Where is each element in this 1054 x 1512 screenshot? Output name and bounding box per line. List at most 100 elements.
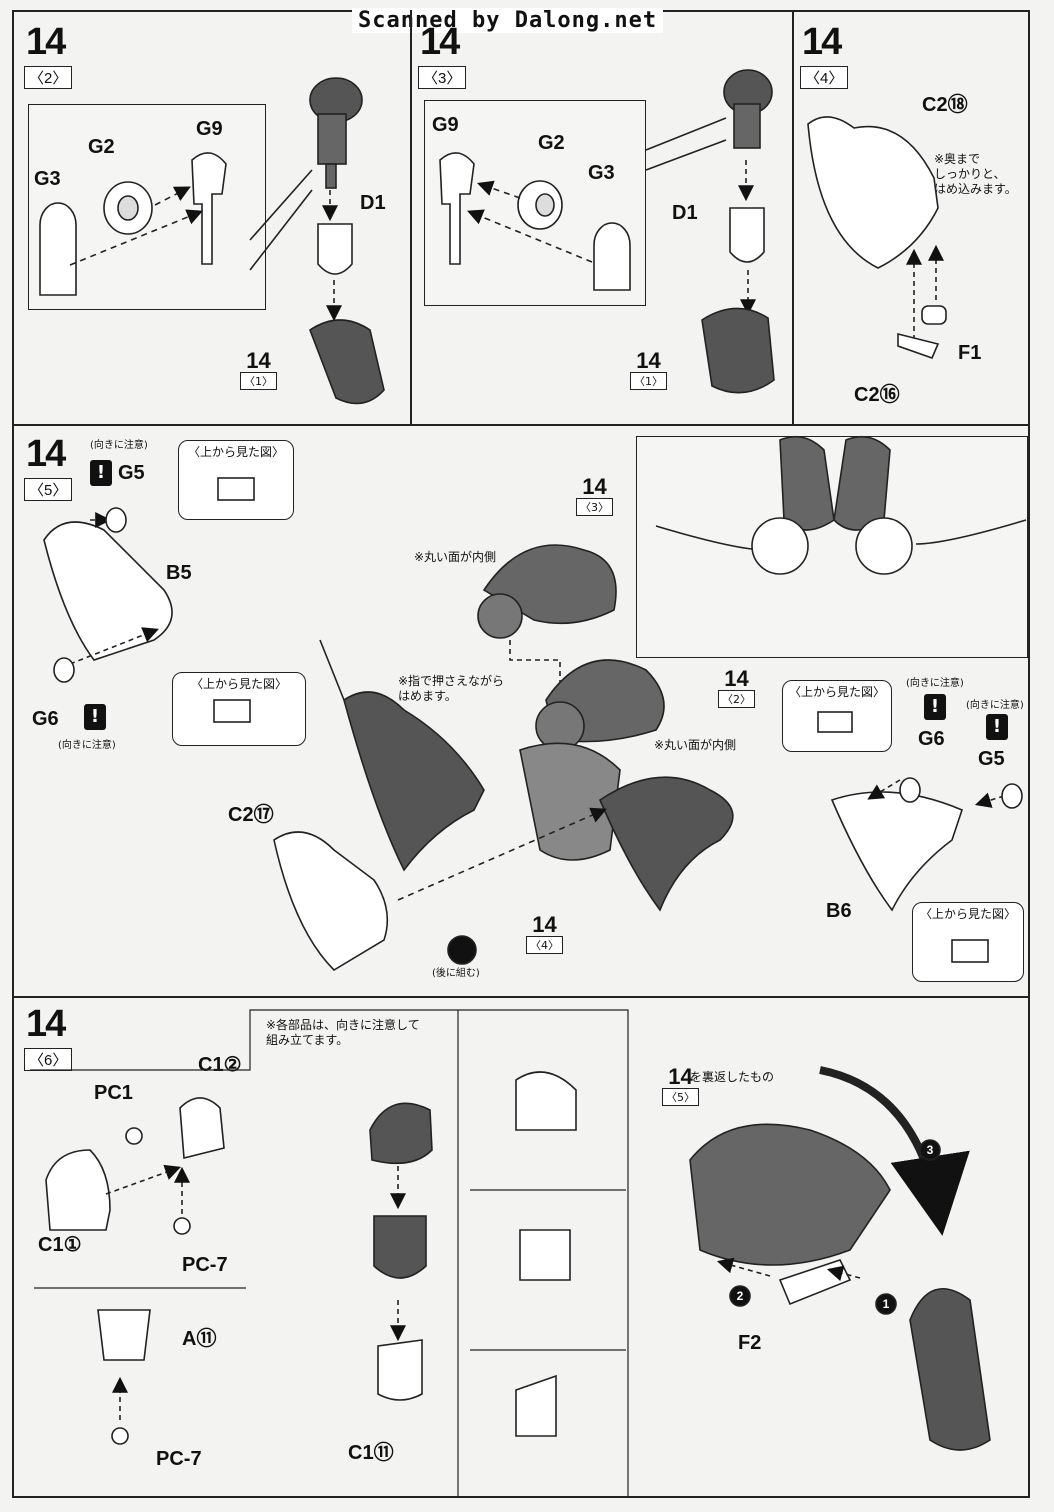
part-label-g9: G9 <box>432 114 459 136</box>
ref-number: 14 <box>668 1064 693 1089</box>
caution-note: (向きに注意) <box>966 700 1024 711</box>
flipped-assembly-drawing <box>689 1123 891 1266</box>
step-reference: 14 〈2〉 <box>718 668 755 708</box>
part-b5-drawing <box>43 521 173 661</box>
toe-part-drawing <box>909 1288 991 1451</box>
part-c2-16-drawing <box>897 332 940 360</box>
step-substep: 〈5〉 <box>24 478 73 501</box>
arrow-step-3 <box>919 1139 941 1161</box>
top-view-title: 〈上から見た図〉 <box>187 445 284 459</box>
part-b6-assembled-drawing <box>599 776 734 912</box>
part-label-pc7: PC-7 <box>182 1254 228 1276</box>
ref-number: 14 <box>724 666 749 691</box>
part-pc7-drawing <box>111 1427 129 1445</box>
top-view-callout: 〈上から見た図〉 <box>912 902 1024 982</box>
watermark: Scanned by Dalong.net <box>352 8 664 33</box>
warning-icon: ! <box>924 694 946 720</box>
part-f2-drawing <box>778 1259 852 1306</box>
later-note: (後に組む) <box>432 968 480 979</box>
ref-sub: 〈4〉 <box>526 936 563 954</box>
ref-sub: 〈2〉 <box>718 690 755 708</box>
part-a11-drawing <box>97 1309 151 1361</box>
ref-number: 14 <box>636 348 661 373</box>
part-label-c1-11: C1⑪ <box>348 1442 394 1464</box>
part-d1-drawing <box>729 207 765 263</box>
part-f1-drawing <box>921 305 947 325</box>
part-label-d1: D1 <box>360 192 386 214</box>
step-number: 14 <box>26 433 66 475</box>
step-substep: 〈2〉 <box>24 66 73 89</box>
part-label-f2: F2 <box>738 1332 762 1354</box>
part-label-g2: G2 <box>538 132 565 154</box>
part-b6-drawing <box>830 791 963 912</box>
part-g3-drawing <box>593 222 631 291</box>
part-label-g2: G2 <box>88 136 115 158</box>
part-g9-drawing <box>191 152 227 265</box>
step-reference: 14 〈1〉 <box>630 350 667 390</box>
ref-sub: 〈1〉 <box>630 372 667 390</box>
part-g5-drawing <box>1001 783 1023 809</box>
step-substep: 〈6〉 <box>24 1048 73 1071</box>
hip-block-drawing <box>519 742 621 861</box>
insert-note: ※奥まで しっかりと、 はめ込みます。 <box>934 152 1017 196</box>
part-c2-18-drawing <box>807 116 939 269</box>
warning-icon: ! <box>84 704 106 730</box>
part-label-a11: A⑪ <box>182 1328 217 1350</box>
step-reference: 14 〈4〉 <box>526 914 563 954</box>
step-reference: 14 〈5〉 <box>662 1066 699 1106</box>
later-assembly-icon <box>447 935 477 965</box>
foot-photo-drawing <box>833 435 891 531</box>
part-label-c2-17: C2⑰ <box>228 804 274 826</box>
ref-sub: 〈5〉 <box>662 1088 699 1106</box>
part-label-d1: D1 <box>672 202 698 224</box>
top-view-title: 〈上から見た図〉 <box>919 907 1016 921</box>
round-side-note: ※丸い面が内側 <box>654 738 737 752</box>
caution-note: (向きに注意) <box>58 740 116 751</box>
arrow-label-3: 3 <box>927 1143 934 1157</box>
reference-photo-inset <box>636 436 1028 658</box>
part-label-f1: F1 <box>958 342 982 364</box>
orientation-note: ※各部品は、向きに注意して 組み立てます。 <box>266 1018 420 1047</box>
divider <box>12 996 1030 998</box>
foot-toe-drawing <box>369 1102 433 1165</box>
part-label-c2-16: C2⑯ <box>854 384 900 406</box>
part-label-g9: G9 <box>196 118 223 140</box>
step-substep: 〈3〉 <box>418 66 467 89</box>
part-c1-1-drawing <box>45 1149 111 1231</box>
part-g3-drawing <box>39 202 77 296</box>
warning-icon: ! <box>986 714 1008 740</box>
part-label-c2-18: C2⑱ <box>922 94 968 116</box>
arrow-step-2 <box>729 1285 751 1307</box>
part-label-g6: G6 <box>918 728 945 750</box>
part-c1-11-drawing <box>377 1339 423 1401</box>
assembly-drawing <box>701 307 775 394</box>
foot-mid-drawing <box>373 1215 427 1279</box>
part-g5-drawing <box>105 507 127 533</box>
part-g6-drawing <box>899 777 921 803</box>
arrow-label-1: 1 <box>883 1297 890 1311</box>
top-view-callout: 〈上から見た図〉 <box>178 440 294 520</box>
part-pc1-drawing <box>125 1127 143 1145</box>
flipped-note: を裏返したもの <box>690 1070 775 1084</box>
part-g9-drawing <box>439 152 475 265</box>
step-number: 14 <box>802 21 842 63</box>
step-number: 14 <box>26 21 66 63</box>
part-b5-assembled-drawing <box>343 691 485 872</box>
round-side-note: ※丸い面が内側 <box>414 550 497 564</box>
ref-sub: 〈1〉 <box>240 372 277 390</box>
caution-note: (向きに注意) <box>906 678 964 689</box>
part-label-g5: G5 <box>978 748 1005 770</box>
top-view-callout: 〈上から見た図〉 <box>172 672 306 746</box>
press-note: ※指で押さえながら はめます。 <box>398 674 505 703</box>
top-view-title: 〈上から見た図〉 <box>190 677 287 691</box>
divider <box>12 424 1030 426</box>
part-label-g3: G3 <box>34 168 61 190</box>
part-label-pc1: PC1 <box>94 1082 133 1104</box>
ref-number: 14 <box>582 474 607 499</box>
assembly-drawing <box>309 319 385 405</box>
arrow-step-1 <box>875 1293 897 1315</box>
part-label-g5: G5 <box>118 462 145 484</box>
step-number: 14 <box>420 21 460 63</box>
part-d1-drawing <box>317 223 353 275</box>
